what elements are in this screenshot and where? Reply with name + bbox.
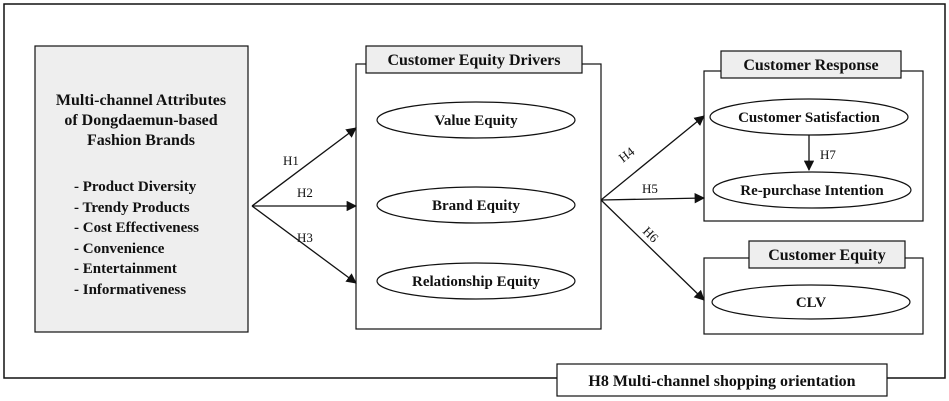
moderator-box: H8 Multi-channel shopping orientation <box>556 363 888 397</box>
h5-arrow <box>600 192 706 204</box>
outer-frame <box>3 3 946 379</box>
h7-label: H7 <box>820 147 836 162</box>
h2-label: H2 <box>297 185 313 200</box>
brand-equity-label: Brand Equity <box>432 198 520 214</box>
response-title: Customer Response <box>743 57 878 74</box>
response-title-box <box>720 50 902 79</box>
attribute-item: - Product Diversity <box>74 179 197 195</box>
relationship-equity-label: Relationship Equity <box>412 274 540 290</box>
clv-ellipse <box>711 284 911 320</box>
relationship-equity-ellipse <box>376 262 576 300</box>
attribute-item: - Informativeness <box>74 282 186 298</box>
drivers-title-box <box>365 45 583 74</box>
h6-arrow <box>600 199 705 301</box>
attribute-item: - Cost Effectiveness <box>74 220 199 236</box>
customer-satisfaction-label: Customer Satisfaction <box>738 110 880 126</box>
brand-equity-ellipse <box>376 186 576 224</box>
value-equity-label: Value Equity <box>434 113 518 129</box>
value-equity-ellipse <box>376 101 576 139</box>
customer-equity-box: Customer Equity CLV <box>703 240 924 335</box>
moderator-label: H8 Multi-channel shopping orientation <box>588 373 855 390</box>
h1-arrow <box>251 127 357 207</box>
customer-equity-title: Customer Equity <box>768 247 886 264</box>
attribute-item: - Entertainment <box>74 261 177 277</box>
repurchase-intention-label: Re-purchase Intention <box>740 183 884 199</box>
h1-label: H1 <box>283 153 299 168</box>
h3-arrow <box>251 205 357 284</box>
attributes-title-line-1: Multi-channel Attributes <box>56 92 226 109</box>
h5-label: H5 <box>642 181 658 196</box>
drivers-title: Customer Equity Drivers <box>387 52 560 69</box>
attributes-box: Multi-channel Attributes of Dongdaemun-b… <box>34 45 249 333</box>
attribute-item: - Trendy Products <box>74 200 190 216</box>
h4-arrow <box>600 115 705 201</box>
h6-label: H6 <box>640 224 662 246</box>
attributes-title-line-3: Fashion Brands <box>87 132 195 149</box>
h4-label: H4 <box>616 143 638 165</box>
attribute-item: - Convenience <box>74 241 165 257</box>
clv-label: CLV <box>796 295 826 311</box>
drivers-box: Customer Equity Drivers Value Equity Bra… <box>355 45 602 330</box>
repurchase-intention-ellipse <box>712 171 912 209</box>
customer-equity-title-box <box>748 240 906 269</box>
attributes-title-line-2: of Dongdaemun-based <box>64 112 217 129</box>
h3-label: H3 <box>297 230 313 245</box>
response-box: Customer Response Customer Satisfaction … <box>703 50 924 222</box>
